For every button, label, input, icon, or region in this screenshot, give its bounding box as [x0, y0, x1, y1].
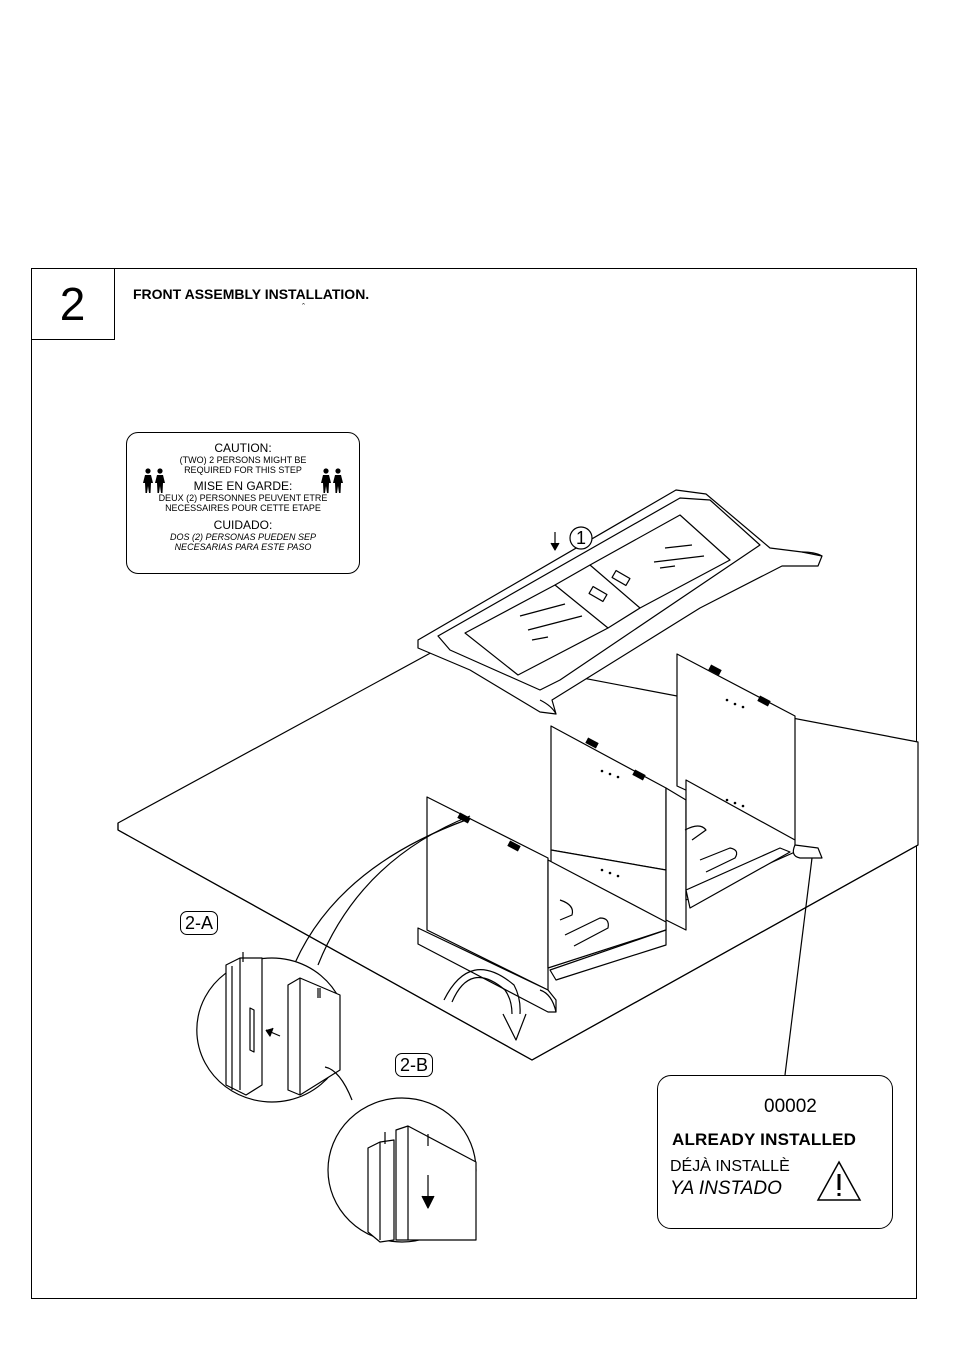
installed-en: ALREADY INSTALLED — [672, 1130, 857, 1149]
detail-b-circle — [324, 1066, 477, 1243]
caution-fr-line2: NECESSAIRES POUR CETTE ETAPE — [165, 503, 321, 513]
rotate-arrow-icon — [443, 969, 527, 1041]
two-persons-icon — [143, 468, 165, 493]
caution-fr-line1: DEUX (2) PERSONNES PEUVENT ETRE — [158, 493, 328, 503]
already-installed-label: 00002 ALREADY INSTALLED DÉJÀ INSTALLÈ YA… — [657, 1075, 893, 1229]
caution-en-line1: (TWO) 2 PERSONS MIGHT BE — [179, 455, 307, 465]
step-title: FRONT ASSEMBLY INSTALLATION. — [133, 286, 370, 302]
detail-a-circle — [196, 952, 341, 1103]
installed-es: YA INSTADO — [670, 1178, 782, 1199]
detail-a-label: 2-A — [180, 911, 219, 935]
caution-es-heading: CUIDADO: — [213, 518, 273, 532]
caution-label: CAUTION: (TWO) 2 PERSONS MIGHT BE REQUIR… — [126, 432, 360, 574]
part-code: 00002 — [764, 1096, 817, 1117]
part-callout-1: 1 — [575, 528, 586, 548]
step-number: 2 — [31, 268, 115, 340]
cabinet-panels — [417, 653, 823, 1013]
caution-fr-heading: MISE EN GARDE: — [193, 479, 293, 493]
installed-fr: DÉJÀ INSTALLÈ — [670, 1158, 790, 1175]
caution-es-line1: DOS (2) PERSONAS PUEDEN SEP — [169, 532, 317, 542]
caution-en-line2: REQUIRED FOR THIS STEP — [184, 465, 302, 475]
warning-triangle-icon — [816, 1160, 862, 1201]
caution-en-heading: CAUTION: — [214, 441, 272, 455]
stray-mark: ˆ — [302, 302, 305, 312]
installed-leader — [784, 857, 813, 1076]
detail-b-label: 2-B — [395, 1053, 434, 1077]
two-persons-icon — [321, 468, 343, 493]
caution-es-line2: NECESARIAS PARA ESTE PASO — [174, 542, 312, 552]
front-assembly — [417, 489, 823, 715]
